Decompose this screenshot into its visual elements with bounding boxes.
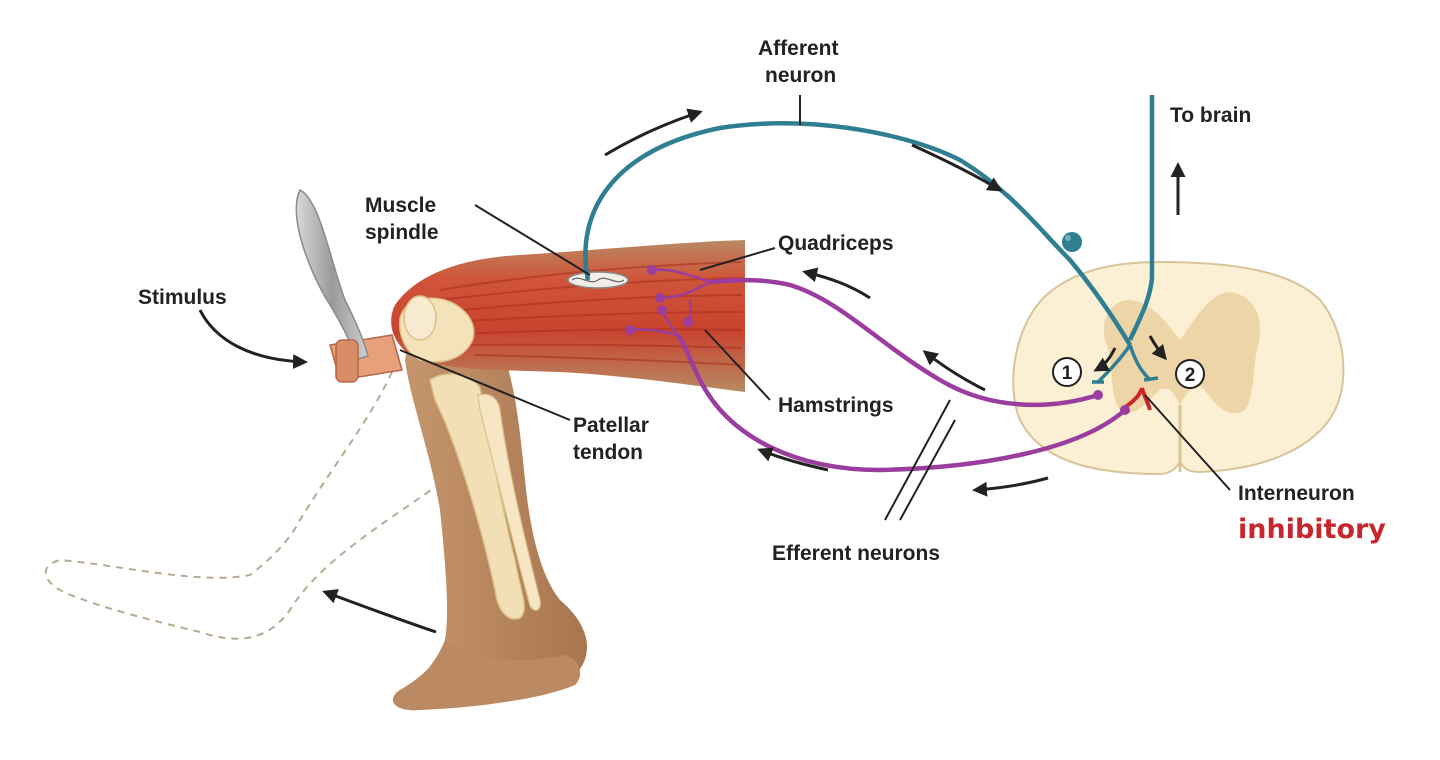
efferent-neuron-hamstrings <box>676 333 1127 473</box>
label-muscle-spindle: Muscle spindle <box>365 194 442 244</box>
tibia-bone <box>429 373 526 620</box>
muscle-spindle <box>567 271 629 289</box>
fibula-bone <box>477 393 541 611</box>
label-to-brain: To brain <box>1170 104 1251 127</box>
label-stimulus: Stimulus <box>138 286 227 309</box>
extended-leg-outline <box>44 371 446 640</box>
leader-lines <box>399 95 1231 521</box>
pathway-marker-2: 2 <box>1175 359 1205 389</box>
foot <box>392 640 581 711</box>
afferent-neuron-path <box>583 121 1132 347</box>
label-hamstrings: Hamstrings <box>778 394 894 417</box>
label-interneuron: Interneuron <box>1238 482 1355 505</box>
label-efferent-neurons: Efferent neurons <box>772 542 940 565</box>
pathway-marker-1: 1 <box>1052 357 1082 387</box>
arrow-icon <box>198 108 1186 634</box>
afferent-terminals <box>1092 344 1159 384</box>
reflex-hammer-icon <box>295 188 369 383</box>
label-inhibitory: inhibitory <box>1238 514 1386 545</box>
svg-text:1: 1 <box>1062 363 1073 384</box>
dorsal-root-ganglion <box>1062 232 1082 252</box>
efferent-neuron-quadriceps <box>709 277 1099 408</box>
svg-text:2: 2 <box>1185 365 1196 386</box>
synapse-dots <box>625 265 1130 415</box>
patella <box>403 295 437 341</box>
label-quadriceps: Quadriceps <box>778 232 894 255</box>
label-afferent-neuron: Afferent neuron <box>758 37 844 87</box>
ascending-fiber-to-brain <box>1127 95 1155 341</box>
label-patellar-tendon: Patellar tendon <box>573 414 655 464</box>
